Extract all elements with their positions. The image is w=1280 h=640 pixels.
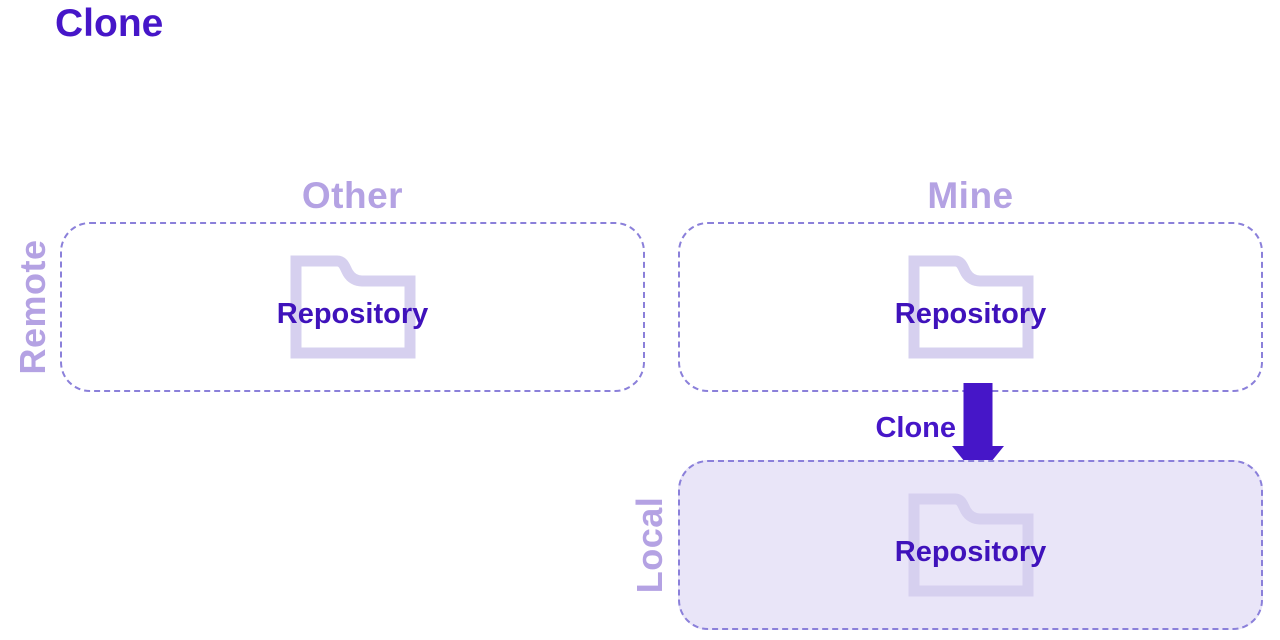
- clone-arrow-label: Clone: [875, 412, 956, 444]
- repository-label: Repository: [894, 535, 1047, 568]
- folder-icon: [908, 255, 1033, 359]
- group-title-mine: Mine: [927, 175, 1014, 216]
- down-arrow-icon: [952, 383, 1004, 478]
- remote-row-label: Remote: [12, 239, 53, 375]
- remote-mine-repository-box: Repository: [678, 222, 1263, 392]
- remote-other-repository-box: Repository: [60, 222, 645, 392]
- folder-icon: [290, 255, 415, 359]
- local-row-label: Local: [629, 496, 670, 594]
- group-title-other: Other: [301, 175, 404, 216]
- folder-icon: [908, 493, 1033, 597]
- repository-label: Repository: [894, 297, 1047, 330]
- repository-item: Repository: [895, 254, 1046, 360]
- repository-item: Repository: [277, 254, 428, 360]
- page-title: Clone: [55, 2, 164, 45]
- repository-item: Repository: [895, 492, 1046, 598]
- local-repository-box: Repository: [678, 460, 1263, 630]
- repository-label: Repository: [276, 297, 429, 330]
